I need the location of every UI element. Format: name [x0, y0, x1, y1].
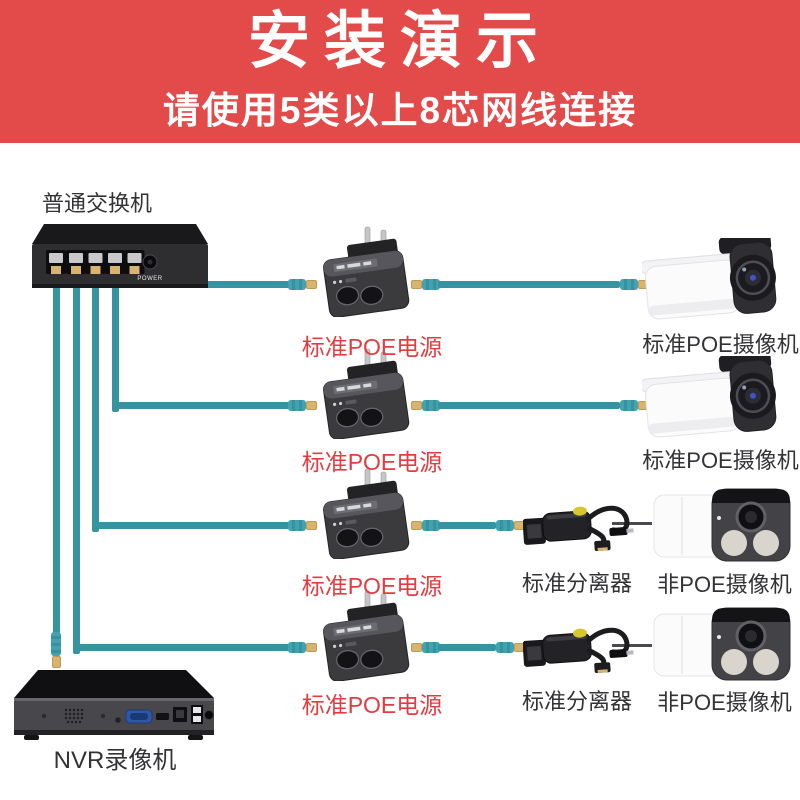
- poe-camera-2: [642, 356, 777, 438]
- header-banner: 安装演示 请使用5类以上8芯网线连接: [0, 0, 800, 143]
- cable-switch-to-row1: [131, 280, 290, 288]
- cable-boot: [620, 278, 638, 290]
- cable-boot: [422, 278, 440, 290]
- cable-boot: [288, 519, 306, 531]
- poe-splitter-1: [523, 505, 634, 552]
- vga-port-icon: [125, 709, 153, 724]
- cable-boot: [288, 278, 306, 290]
- splitter-label-1: 标准分离器: [521, 571, 632, 596]
- switch-power-label: POWER: [137, 276, 162, 282]
- nvr-label: NVR录像机: [53, 747, 177, 774]
- network-switch: POWER: [32, 224, 208, 288]
- non-poe-camera-1: [653, 488, 791, 562]
- cable-row2-to-camera: [438, 401, 620, 409]
- poe-splitter-2: [523, 627, 634, 674]
- poe-power-label-3: 标准POE电源: [301, 573, 443, 599]
- splitter-label-dot: [572, 628, 587, 638]
- hdmi-port-icon: [156, 713, 169, 720]
- cable-boot: [288, 399, 306, 411]
- poe-power-label-1: 标准POE电源: [301, 334, 443, 360]
- cable-boot: [422, 519, 440, 531]
- non-poe-camera-label-2: 非POE摄像机: [657, 690, 792, 715]
- cable-tip: [411, 279, 422, 289]
- cable-switch-to-row3: [92, 268, 99, 532]
- poe-adapter-2: [323, 348, 410, 439]
- cable-row3-to-splitter: [438, 521, 496, 529]
- splitter-label-2: 标准分离器: [521, 689, 632, 714]
- cable-row4-to-splitter: [438, 643, 496, 651]
- cable-switch-to-nvr: [52, 268, 60, 634]
- poe-adapter-4: [323, 590, 410, 681]
- nvr-recorder: [14, 670, 214, 740]
- cable-boot: [422, 641, 440, 653]
- non-poe-camera-label-1: 非POE摄像机: [657, 572, 792, 597]
- cable-switch-to-row4: [72, 643, 290, 651]
- cable-boot: [620, 399, 638, 411]
- cable-boot: [288, 641, 306, 653]
- cable-switch-to-row2: [111, 401, 290, 409]
- camera-led-icon: [753, 530, 779, 556]
- ethernet-port-icon: [173, 707, 187, 722]
- power-jack-icon: [142, 254, 158, 270]
- poe-camera-label-2: 标准POE摄像机: [642, 448, 799, 473]
- cable-tip: [52, 656, 61, 668]
- poe-power-label-4: 标准POE电源: [301, 692, 443, 718]
- cable-boot: [496, 519, 514, 531]
- switch-label: 普通交换机: [42, 191, 153, 216]
- poe-camera-label-1: 标准POE摄像机: [642, 332, 799, 357]
- poe-camera-1: [642, 238, 777, 320]
- non-poe-camera-2: [653, 607, 791, 681]
- cable-switch-to-row3: [92, 521, 290, 529]
- cable-tip: [306, 520, 317, 530]
- page-subtitle: 请使用5类以上8芯网线连接: [162, 90, 638, 132]
- cable-boot: [422, 399, 440, 411]
- poe-adapter-3: [323, 468, 410, 559]
- power-jack-icon: [204, 710, 214, 720]
- cable-tip: [306, 642, 317, 652]
- camera-led-icon: [721, 649, 747, 675]
- cable-tip: [306, 400, 317, 410]
- cable-tip: [411, 520, 422, 530]
- cable-tip: [306, 279, 317, 289]
- cable-row1-to-camera: [438, 280, 620, 288]
- poe-power-label-2: 标准POE电源: [301, 449, 443, 475]
- cable-tip: [411, 400, 422, 410]
- splitter-camera-link: [612, 644, 652, 647]
- splitter-camera-link: [612, 522, 652, 525]
- page-title: 安装演示: [247, 6, 552, 76]
- cable-switch-to-row2: [111, 268, 119, 412]
- switch-ports: [46, 250, 145, 274]
- cable-boot: [51, 632, 61, 656]
- poe-adapter-1: [323, 226, 410, 317]
- camera-led-icon: [721, 530, 747, 556]
- camera-led-icon: [753, 649, 779, 675]
- cable-switch-to-row4: [72, 268, 80, 654]
- cable-boot: [496, 641, 514, 653]
- usb-ports-icon: [191, 705, 203, 724]
- speaker-grille-icon: [64, 708, 84, 724]
- cable-tip: [411, 642, 422, 652]
- splitter-label-dot: [572, 506, 587, 516]
